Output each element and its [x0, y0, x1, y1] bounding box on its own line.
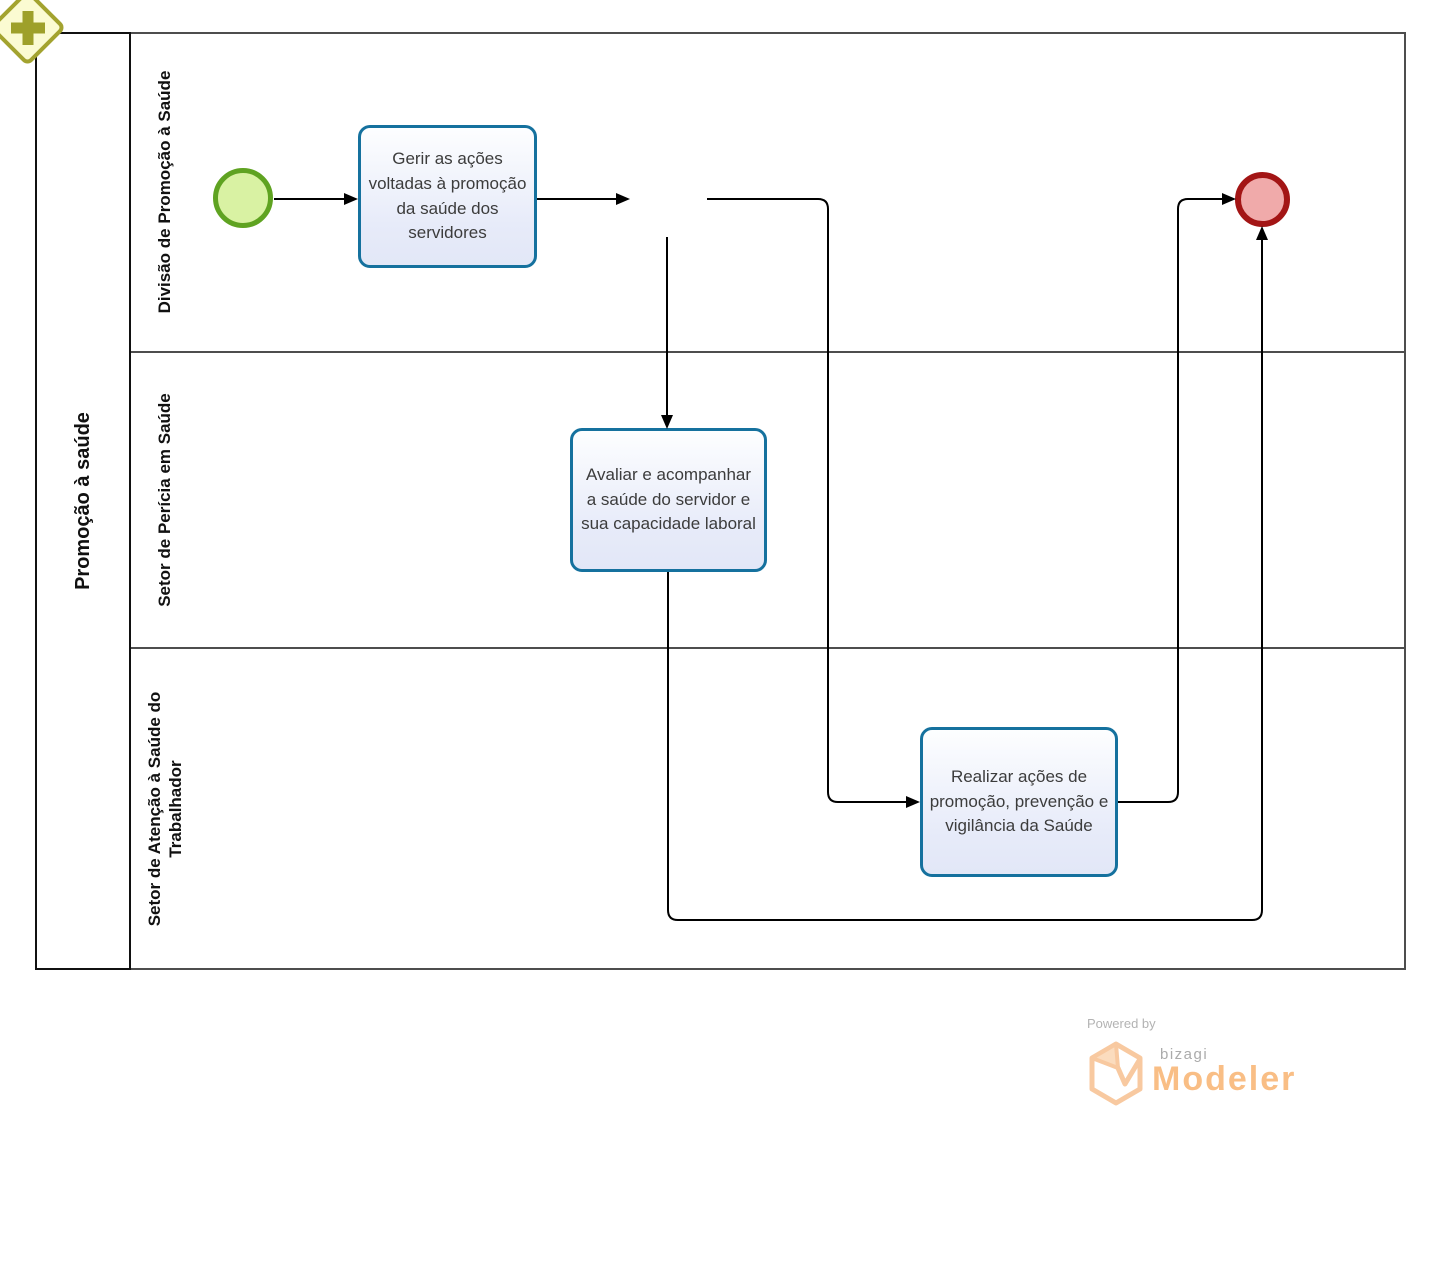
pool-title-cell: [35, 32, 131, 970]
task-realizar-acoes-label: Realizar ações de promoção, prevenção e …: [929, 767, 1109, 836]
task-avaliar-acompanhar[interactable]: Avaliar e acompanhar a saúde do servidor…: [570, 428, 767, 572]
parallel-gateway-icon: [4, 4, 51, 51]
task-avaliar-acompanhar-label: Avaliar e acompanhar a saúde do servidor…: [581, 465, 756, 534]
lane-divider-2: [131, 647, 1406, 649]
task-gerir-acoes-label: Gerir as ações voltadas à promoção da sa…: [368, 149, 527, 243]
lane-divider-1: [131, 351, 1406, 353]
modeler-product-label: Modeler: [1152, 1060, 1297, 1098]
lane-2-label: Setor de Perícia em Saúde: [155, 393, 175, 607]
task-gerir-acoes[interactable]: Gerir as ações voltadas à promoção da sa…: [358, 125, 537, 268]
bizagi-logo-icon: [1089, 1041, 1143, 1106]
powered-by-label: Powered by: [1087, 1016, 1156, 1031]
pool-label: Promoção à saúde: [71, 412, 94, 590]
bizagi-brand-label: bizagi: [1160, 1046, 1209, 1063]
lane-3-label: Setor de Atenção à Saúde do Trabalhador: [144, 691, 185, 927]
end-event[interactable]: [1235, 172, 1290, 227]
task-realizar-acoes[interactable]: Realizar ações de promoção, prevenção e …: [920, 727, 1118, 877]
start-event[interactable]: [213, 168, 273, 228]
lane-1-label: Divisão de Promoção à Saúde: [155, 70, 175, 314]
